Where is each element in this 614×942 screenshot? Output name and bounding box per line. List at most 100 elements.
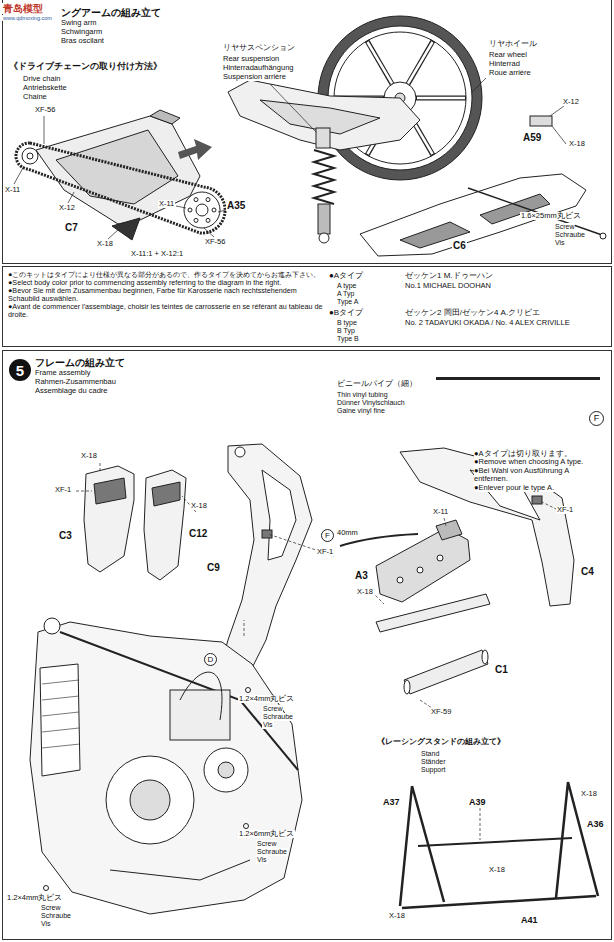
screw-spec: 1.2×6mm丸ビス bbox=[238, 830, 295, 838]
engine-frame bbox=[44, 618, 60, 634]
part-number: C7 bbox=[64, 222, 79, 233]
caption-text: Support bbox=[420, 766, 447, 774]
caption-text: リヤサスペンション bbox=[222, 44, 296, 53]
watermark: 青岛模型 bbox=[2, 3, 44, 14]
paint-code: X-18 bbox=[388, 912, 406, 920]
notice-box: ●このキットはタイプにより仕様が異なる部分があるので、作るタイプを決めてからお進… bbox=[2, 266, 612, 347]
drive-chain bbox=[22, 148, 38, 164]
part-number: A35 bbox=[226, 200, 246, 211]
paint-code: X-11:1 + X-12:1 bbox=[130, 250, 184, 258]
leader-line bbox=[44, 116, 45, 144]
cowl-parts bbox=[144, 470, 186, 580]
caption-text: Chaine bbox=[22, 93, 48, 101]
reference-circle: F bbox=[589, 411, 604, 426]
screw-spec: Vis bbox=[256, 856, 268, 864]
paint-code: X-18 bbox=[96, 240, 114, 248]
drive-chain bbox=[206, 198, 210, 202]
engine-frame bbox=[246, 688, 251, 693]
swingarm-c6 bbox=[530, 116, 552, 126]
screw-spec: Vis bbox=[262, 721, 274, 729]
drive-chain bbox=[194, 198, 198, 202]
engine-frame bbox=[44, 886, 49, 891]
screw-spec: Screw bbox=[256, 840, 277, 848]
part-number: A37 bbox=[382, 798, 401, 808]
assembly-guide bbox=[76, 491, 92, 492]
swingarm-assembly bbox=[314, 150, 334, 204]
text-column: ●このキットはタイプにより仕様が異なる部分があるので、作るタイプを決めてからお進… bbox=[8, 271, 324, 319]
node-text: Frame assembly bbox=[35, 369, 90, 377]
frame-c4 bbox=[532, 496, 542, 504]
caption-text: Rear wheel bbox=[488, 51, 528, 59]
rear-wheel bbox=[417, 97, 465, 100]
step-number-text: 5 bbox=[16, 363, 24, 378]
drive-chain bbox=[194, 218, 198, 222]
engine-frame bbox=[42, 680, 80, 748]
caption-text: Drive chain bbox=[22, 75, 62, 83]
swingarm-part bbox=[36, 116, 200, 224]
caption-text: Hinterrad bbox=[488, 60, 521, 68]
note-text: ●Aタイプは切り取ります。 bbox=[474, 450, 592, 458]
step-panel: フレームの組み立てFrame assemblyRahmen-Zusammenba… bbox=[2, 350, 612, 940]
engine-frame bbox=[218, 762, 234, 778]
node-text: A type bbox=[337, 282, 356, 290]
cowl-parts bbox=[152, 482, 180, 506]
paint-code: X-18 bbox=[488, 866, 506, 874]
direction-arrow bbox=[178, 139, 212, 160]
paint-code: XF-59 bbox=[430, 708, 452, 716]
part-number: A59 bbox=[522, 132, 542, 143]
caption-text: Ständer bbox=[420, 758, 447, 766]
node-text: Type B bbox=[337, 335, 359, 343]
reference-circle: F bbox=[321, 529, 334, 542]
screw-spec: Schraube bbox=[40, 912, 72, 920]
bracket-parts bbox=[376, 594, 490, 632]
frame-c9 bbox=[262, 470, 296, 560]
screw-spec: Schraube bbox=[262, 713, 294, 721]
direction-arrow bbox=[178, 139, 212, 160]
note-text: ●Avant de commencer l'assemblage, choisi… bbox=[8, 303, 324, 319]
racing-stand bbox=[556, 782, 598, 898]
caption-text: Stand bbox=[420, 750, 440, 758]
rear-wheel bbox=[408, 42, 433, 84]
leader-line bbox=[204, 228, 214, 237]
part-number: C1 bbox=[494, 664, 509, 675]
cowl-parts bbox=[84, 466, 186, 580]
racing-stand bbox=[402, 896, 596, 908]
caption-text: Hinterradaufhängung bbox=[222, 64, 294, 72]
assembly-guide bbox=[444, 518, 446, 526]
cowl-parts bbox=[84, 466, 134, 572]
leader-line bbox=[14, 78, 566, 239]
node-text: ●Bタイプ bbox=[329, 309, 363, 318]
drive-chain bbox=[206, 218, 210, 222]
node-text: No. 2 TADAYUKI OKADA / No. 4 ALEX CRIVIL… bbox=[405, 319, 570, 327]
part-number: C4 bbox=[580, 566, 595, 577]
leader-line bbox=[176, 206, 186, 208]
swingarm-part bbox=[36, 110, 200, 240]
swingarm-c6 bbox=[360, 174, 586, 256]
rear-wheel bbox=[416, 96, 466, 101]
cowl-parts bbox=[94, 478, 126, 504]
assembly-guide bbox=[480, 808, 481, 840]
node-text: B Typ bbox=[337, 327, 355, 335]
node-text: No.1 MICHAEL DOOHAN bbox=[405, 282, 491, 290]
reference-circle: D bbox=[204, 653, 217, 666]
watermark: www.qdmoxing.com bbox=[2, 15, 53, 21]
screw-spec: Schraube bbox=[256, 848, 288, 856]
assembly-guide bbox=[420, 700, 432, 708]
leader-line bbox=[472, 78, 486, 92]
swingarm-c6 bbox=[360, 116, 586, 256]
bracket-parts bbox=[417, 567, 423, 573]
bracket-parts bbox=[436, 520, 462, 540]
leader-line bbox=[14, 166, 24, 184]
part-number: A41 bbox=[520, 916, 539, 926]
drive-chain bbox=[16, 143, 225, 233]
caption-text: Gaine vinyl fine bbox=[336, 407, 386, 415]
screw-spec: 1.6×25mm丸ビス bbox=[520, 212, 582, 220]
screw-spec: Vis bbox=[554, 239, 566, 247]
frame-c9 bbox=[262, 530, 272, 538]
paint-code: XF-1 bbox=[556, 506, 574, 514]
note-text: ●Remove when choosing A type. bbox=[474, 458, 592, 466]
leader-line bbox=[108, 230, 118, 239]
drive-chain bbox=[212, 208, 216, 212]
node-text: B type bbox=[337, 319, 357, 327]
